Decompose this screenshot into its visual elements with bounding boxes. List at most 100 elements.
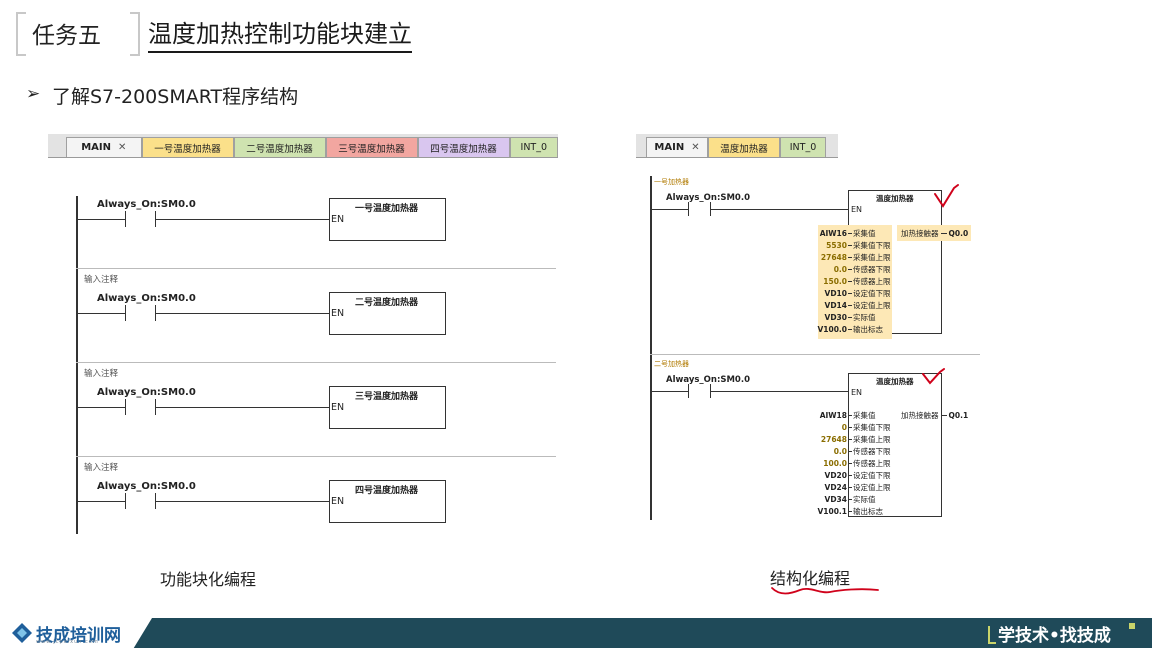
pin-wire	[848, 268, 852, 270]
no-contact-icon[interactable]	[710, 202, 711, 216]
pin-value: Q0.1	[948, 410, 969, 420]
logo-url: www.jcpeixun.com	[36, 639, 99, 645]
right-tab-bar: MAIN ✕ 温度加热器 INT_0	[636, 134, 838, 158]
rung-wire	[652, 209, 688, 210]
footer-slogan: 学技术•找技成	[998, 626, 1111, 646]
network-separator	[76, 362, 556, 363]
input-pin-row[interactable]: 27648 采集值上限	[800, 251, 900, 263]
function-block[interactable]	[329, 386, 446, 429]
pin-wire	[848, 450, 852, 452]
pin-wire	[848, 292, 852, 294]
slogan-bracket-icon	[988, 626, 996, 644]
logo-text[interactable]: 技成培训网	[36, 626, 121, 646]
pin-value: 27648	[820, 434, 847, 444]
tab-int0[interactable]: INT_0	[780, 137, 826, 157]
close-icon[interactable]: ✕	[691, 142, 700, 153]
left-power-rail	[76, 196, 78, 534]
tab-main[interactable]: MAIN ✕	[66, 137, 142, 157]
output-pin-row[interactable]: 加热接触器 Q0.1	[901, 409, 968, 421]
pin-value: Q0.0	[948, 228, 969, 238]
function-block[interactable]	[329, 480, 446, 523]
pin-wire	[848, 304, 852, 306]
no-contact-icon[interactable]	[155, 399, 156, 415]
pin-wire	[848, 244, 852, 246]
network-comment[interactable]: 输入注释	[84, 463, 119, 473]
no-contact-icon[interactable]	[155, 211, 156, 227]
tab-heater-2[interactable]: 二号温度加热器	[233, 137, 326, 157]
pin-name: 传感器上限	[853, 276, 891, 286]
no-contact-icon[interactable]	[125, 211, 126, 227]
no-contact-icon[interactable]	[155, 493, 156, 509]
no-contact-icon[interactable]	[125, 305, 126, 321]
rung-wire	[78, 407, 125, 408]
tab-main[interactable]: MAIN ✕	[646, 137, 708, 157]
left-caption: 功能块化编程	[160, 570, 257, 589]
contact-label: Always_On:SM0.0	[666, 375, 750, 385]
no-contact-icon[interactable]	[688, 202, 689, 216]
function-block[interactable]	[329, 292, 446, 335]
pin-name: 加热接触器	[901, 410, 939, 420]
tab-heater-3[interactable]: 三号温度加热器	[325, 137, 418, 157]
pin-value: 150.0	[823, 276, 847, 286]
no-contact-icon[interactable]	[155, 305, 156, 321]
network-comment[interactable]: 二号加热器	[654, 360, 689, 368]
rung-wire	[78, 313, 125, 314]
pin-value: VD20	[824, 470, 847, 480]
pin-wire	[848, 474, 852, 476]
no-contact-icon[interactable]	[688, 384, 689, 398]
pin-value: 0	[841, 422, 847, 432]
subtitle: 了解S7-200SMART程序结构	[52, 86, 299, 108]
input-pin-row[interactable]: VD20 设定值下限	[800, 469, 900, 481]
pin-name: 设定值下限	[853, 470, 891, 480]
close-icon[interactable]: ✕	[117, 142, 127, 153]
input-pin-row[interactable]: 150.0 传感器上限	[800, 275, 900, 287]
block-title: 二号温度加热器	[355, 298, 419, 308]
pin-value: VD24	[824, 482, 847, 492]
output-pin-row[interactable]: 加热接触器 Q0.0	[901, 227, 968, 239]
title-bracket-right	[130, 12, 140, 56]
pin-name: 加热接触器	[901, 228, 939, 238]
tab-int0[interactable]: INT_0	[509, 137, 558, 157]
tab-heater-1[interactable]: 一号温度加热器	[141, 137, 234, 157]
block-title: 三号温度加热器	[355, 392, 419, 402]
pin-value: 27648	[820, 252, 847, 262]
tab-heater[interactable]: 温度加热器	[708, 137, 780, 157]
network-comment[interactable]: 一号加热器	[654, 178, 689, 186]
block-title: 一号温度加热器	[355, 204, 419, 214]
pin-name: 设定值上限	[853, 482, 891, 492]
network-comment[interactable]: 输入注释	[84, 369, 119, 379]
tab-heater-4[interactable]: 四号温度加热器	[417, 137, 510, 157]
no-contact-icon[interactable]	[710, 384, 711, 398]
en-pin: EN	[331, 214, 345, 225]
rung-wire	[156, 407, 329, 408]
pin-value: 5530	[826, 240, 847, 250]
input-pin-row[interactable]: VD24 设定值上限	[800, 481, 900, 493]
function-block[interactable]	[329, 198, 446, 241]
page-title: 温度加热控制功能块建立	[148, 14, 412, 53]
pin-name: 采集值上限	[853, 252, 891, 262]
function-block[interactable]	[848, 373, 942, 517]
contact-label: Always_On:SM0.0	[97, 293, 196, 304]
no-contact-icon[interactable]	[125, 399, 126, 415]
checkmark-annotation-icon	[934, 184, 959, 208]
pin-value: V100.0	[817, 324, 847, 334]
network-comment[interactable]: 输入注释	[84, 275, 119, 285]
right-power-rail	[650, 176, 652, 520]
right-caption: 结构化编程	[770, 569, 851, 588]
no-contact-icon[interactable]	[125, 493, 126, 509]
contact-label: Always_On:SM0.0	[666, 193, 750, 203]
